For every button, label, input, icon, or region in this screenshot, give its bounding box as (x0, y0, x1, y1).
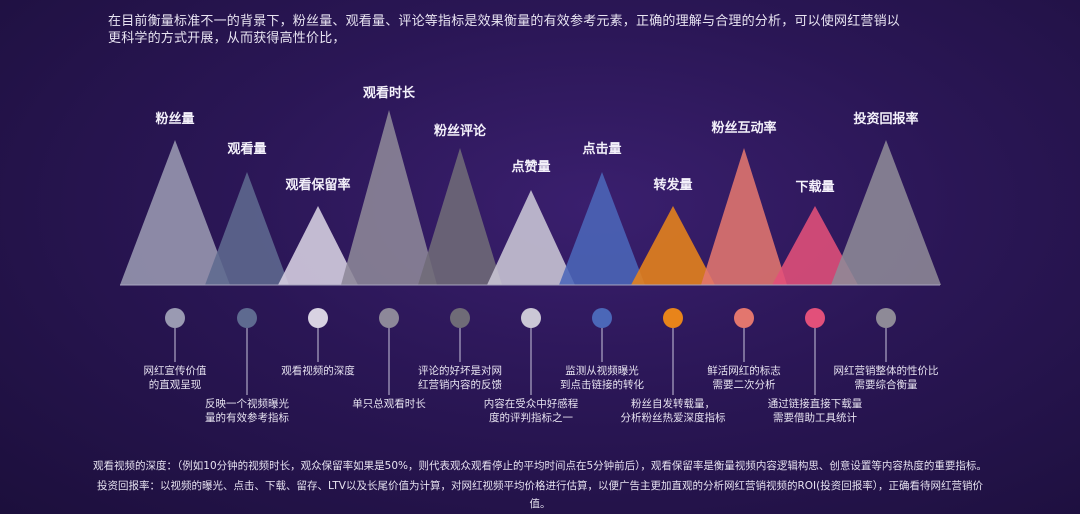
connectors-group (174, 328, 887, 395)
metric-description-7: 监测从视频曝光到点击链接的转化 (560, 364, 644, 392)
metric-dot-3 (308, 308, 328, 328)
metric-dot-6 (521, 308, 541, 328)
peak-label-4: 观看时长 (362, 86, 416, 101)
description-line: 到点击链接的转化 (560, 379, 644, 391)
metric-description-1: 网红宣传价值的直观呈现 (144, 364, 207, 392)
description-line: 分析粉丝热爱深度指标 (620, 412, 726, 424)
metric-dot-10 (805, 308, 825, 328)
peak-4 (341, 110, 437, 285)
footnote-line-2: 投资回报率：以视频的曝光、点击、下载、留存、LTV以及长尾价值为计算，对网红视频… (96, 480, 983, 492)
peak-label-1: 粉丝量 (155, 112, 195, 127)
peak-10 (772, 206, 858, 285)
description-line: 的直观呈现 (148, 379, 202, 391)
metric-dot-2 (237, 308, 257, 328)
metric-dot-4 (379, 308, 399, 328)
metric-dot-8 (663, 308, 683, 328)
peak-6 (487, 190, 575, 285)
intro-line-2: 更科学的方式开展，从而获得高性价比， (108, 31, 346, 46)
footnote-line-3: 值。 (529, 498, 551, 510)
description-line: 粉丝自发转载量， (631, 398, 715, 410)
description-line: 网红营销整体的性价比 (833, 365, 939, 377)
metric-dot-1 (165, 308, 185, 328)
metric-dot-5 (450, 308, 470, 328)
peak-label-9: 粉丝互动率 (711, 121, 777, 136)
peaks-group (120, 110, 941, 285)
description-line: 内容在受众中好感程 (483, 398, 579, 410)
metric-dot-9 (734, 308, 754, 328)
description-line: 反映一个视频曝光 (205, 398, 289, 410)
metric-description-2: 反映一个视频曝光量的有效参考指标 (205, 397, 289, 425)
description-line: 需要二次分析 (712, 379, 776, 391)
metric-description-10: 通过链接直接下载量需要借助工具统计 (768, 397, 863, 425)
footnote-line-1: 观看视频的深度：（例如10分钟的视频时长，观众保留率如果是50%，则代表观众观看… (93, 460, 987, 472)
metric-description-5: 评论的好坏是对网红营销内容的反馈 (418, 364, 502, 392)
peak-8 (631, 206, 715, 285)
description-line: 通过链接直接下载量 (767, 398, 863, 410)
description-line: 需要借助工具统计 (773, 412, 857, 424)
description-line: 需要综合衡量 (854, 379, 918, 391)
description-line: 观看视频的深度 (281, 365, 355, 377)
peak-2 (205, 172, 289, 285)
peak-label-11: 投资回报率 (853, 112, 919, 127)
peak-label-2: 观看量 (227, 142, 267, 157)
peak-label-8: 转发量 (653, 178, 693, 193)
description-line: 监测从视频曝光 (565, 365, 639, 377)
description-line: 鲜活网红的标志 (707, 365, 781, 377)
peak-label-7: 点击量 (582, 142, 622, 157)
description-line: 单只总观看时长 (352, 398, 426, 410)
description-line: 网红宣传价值 (143, 365, 207, 377)
metric-description-9: 鲜活网红的标志需要二次分析 (707, 364, 781, 392)
peak-label-5: 粉丝评论 (433, 124, 487, 139)
peak-label-6: 点赞量 (511, 160, 551, 175)
intro-text: 在目前衡量标准不一的背景下，粉丝量、观看量、评论等指标是效果衡量的有效参考元素，… (108, 13, 958, 47)
intro-line-1: 在目前衡量标准不一的背景下，粉丝量、观看量、评论等指标是效果衡量的有效参考元素，… (108, 14, 901, 29)
peak-9 (701, 148, 787, 285)
description-line: 度的评判指标之一 (489, 412, 573, 424)
peak-5 (418, 148, 502, 285)
metric-description-11: 网红营销整体的性价比需要综合衡量 (834, 364, 939, 392)
peak-7 (559, 172, 645, 285)
peak-label-10: 下载量 (795, 180, 835, 195)
peak-11 (831, 140, 941, 285)
metric-description-4: 单只总观看时长 (352, 397, 426, 411)
metric-dot-11 (876, 308, 896, 328)
metric-description-8: 粉丝自发转载量， 分析粉丝热爱深度指标 (621, 397, 726, 425)
peak-1 (120, 140, 230, 285)
description-line: 量的有效参考指标 (205, 412, 289, 424)
description-line: 评论的好坏是对网 (418, 365, 502, 377)
peak-label-3: 观看保留率 (285, 178, 351, 193)
metric-dot-7 (592, 308, 612, 328)
metric-description-3: 观看视频的深度 (281, 364, 355, 378)
dots-group (165, 308, 896, 328)
peak-3 (278, 206, 358, 285)
metric-description-6: 内容在受众中好感程度的评判指标之一 (484, 397, 579, 425)
description-line: 红营销内容的反馈 (418, 379, 502, 391)
